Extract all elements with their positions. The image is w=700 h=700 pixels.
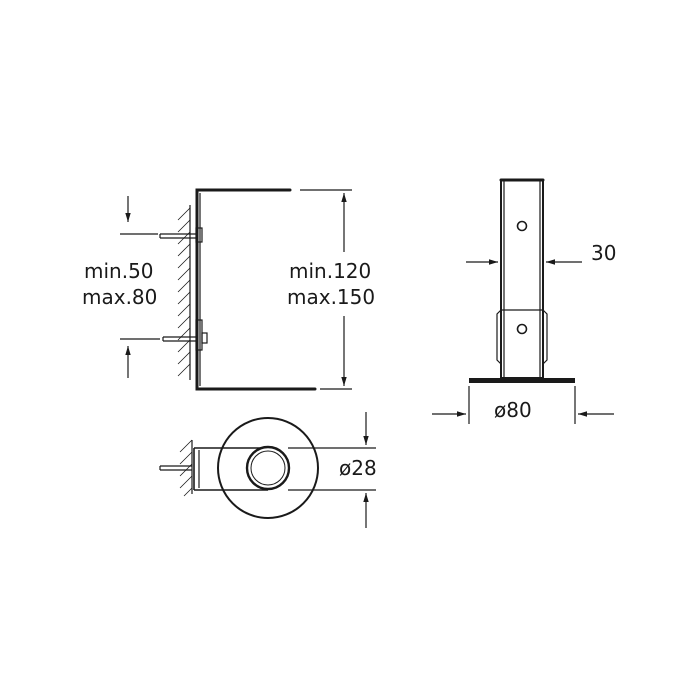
ring-outer [245, 445, 291, 491]
ring-diameter-dimension [288, 412, 376, 528]
inner-sleeve [496, 309, 548, 365]
lower-fixing [162, 319, 208, 351]
projection-min-label: min.120 [289, 259, 371, 283]
top-screw [159, 465, 192, 471]
wall-spacing-dimension [120, 196, 160, 378]
front-view: 30 ø80 [432, 178, 616, 424]
side-view: min.50 max.80 min.120 max.150 [82, 188, 375, 391]
upper-fixing [159, 227, 203, 243]
wall-hatching [177, 205, 191, 380]
tube [500, 179, 544, 379]
projection-dimension [300, 189, 352, 390]
base-diameter-dimension [432, 386, 614, 424]
base-disc [217, 417, 319, 519]
holder-arm [193, 447, 268, 491]
wall-hatching-top [179, 439, 193, 497]
wall-spacing-max-label: max.80 [82, 285, 157, 309]
wall-spacing-min-label: min.50 [84, 259, 154, 283]
base-plate [469, 378, 575, 383]
ring-diameter-label: ø28 [339, 456, 377, 480]
projection-max-label: max.150 [287, 285, 375, 309]
tube-width-label: 30 [591, 241, 616, 265]
upper-screw-hole [516, 220, 528, 232]
lower-screw-hole [516, 323, 528, 335]
top-view: ø28 [159, 412, 377, 528]
ring-inner [250, 450, 286, 486]
base-diameter-label: ø80 [494, 398, 532, 422]
holder-bracket [195, 188, 317, 391]
